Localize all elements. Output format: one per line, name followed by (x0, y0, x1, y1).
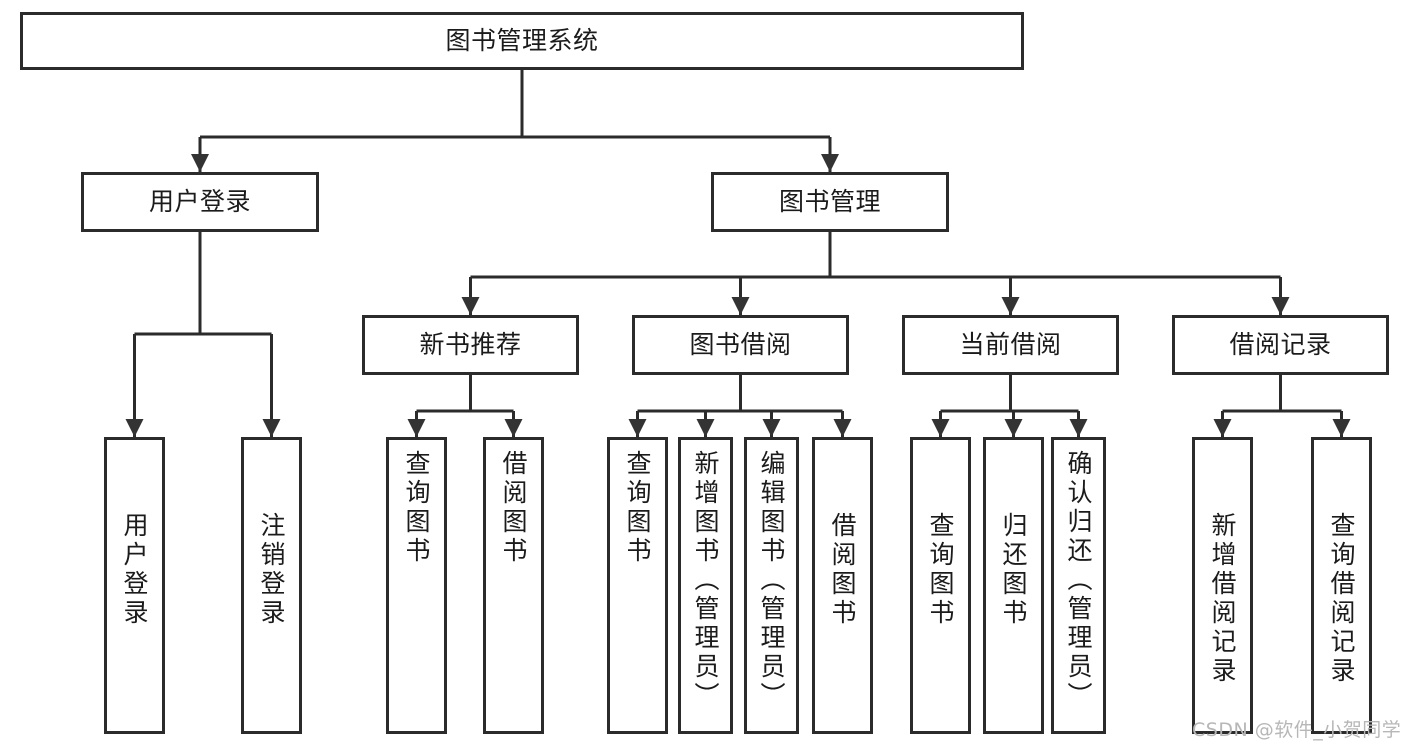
node-leaf-query-book-2[interactable]: 查询图书 (607, 437, 668, 734)
arrowhead-leaf-query-record (1332, 419, 1351, 437)
arrowhead-leaf-edit-book (762, 419, 781, 437)
node-leaf-return-book[interactable]: 归还图书 (983, 437, 1044, 734)
node-label-root: 图书管理系统 (445, 26, 599, 56)
node-label-leaf-add-book: 新增图书（管理员） (691, 450, 720, 711)
arrowhead-leaf-query-book-1 (407, 419, 426, 437)
node-leaf-borrow-book-2[interactable]: 借阅图书 (812, 437, 873, 734)
arrowhead-current-borrow (1001, 297, 1020, 315)
node-label-current-borrow: 当前借阅 (959, 330, 1062, 360)
node-book-borrow[interactable]: 图书借阅 (632, 315, 849, 375)
node-label-leaf-confirm-return: 确认归还（管理员） (1064, 450, 1093, 711)
node-label-leaf-add-record: 新增借阅记录 (1208, 512, 1237, 686)
arrowhead-leaf-user-login (125, 419, 144, 437)
node-label-book-manage: 图书管理 (778, 187, 881, 217)
node-label-leaf-return-book: 归还图书 (999, 512, 1028, 628)
arrowhead-leaf-logout (262, 419, 281, 437)
arrowhead-leaf-add-book (696, 419, 715, 437)
arrowhead-leaf-borrow-book-1 (504, 419, 523, 437)
node-label-book-borrow: 图书借阅 (689, 330, 792, 360)
node-leaf-borrow-book-1[interactable]: 借阅图书 (483, 437, 544, 734)
node-leaf-add-book[interactable]: 新增图书（管理员） (678, 437, 733, 734)
node-leaf-add-record[interactable]: 新增借阅记录 (1192, 437, 1253, 734)
node-leaf-query-book-1[interactable]: 查询图书 (386, 437, 447, 734)
node-label-leaf-query-book-2: 查询图书 (623, 450, 652, 566)
arrowhead-leaf-query-book-2 (628, 419, 647, 437)
node-leaf-user-login[interactable]: 用户登录 (104, 437, 165, 734)
node-label-leaf-borrow-book-2: 借阅图书 (828, 512, 857, 628)
arrowhead-book-borrow (731, 297, 750, 315)
arrowhead-borrow-record (1271, 297, 1290, 315)
node-label-leaf-borrow-book-1: 借阅图书 (499, 450, 528, 566)
node-leaf-query-book-3[interactable]: 查询图书 (910, 437, 971, 734)
node-new-book-rec[interactable]: 新书推荐 (362, 315, 579, 375)
node-borrow-record[interactable]: 借阅记录 (1172, 315, 1389, 375)
arrowhead-leaf-query-book-3 (931, 419, 950, 437)
arrowhead-leaf-borrow-book-2 (833, 419, 852, 437)
node-label-leaf-query-book-3: 查询图书 (926, 512, 955, 628)
arrowhead-user-login (191, 154, 209, 172)
arrowhead-new-book-rec (461, 297, 480, 315)
arrowhead-leaf-add-record (1213, 419, 1232, 437)
node-label-borrow-record: 借阅记录 (1229, 330, 1332, 360)
node-current-borrow[interactable]: 当前借阅 (902, 315, 1119, 375)
node-book-manage[interactable]: 图书管理 (711, 172, 949, 232)
node-leaf-logout[interactable]: 注销登录 (241, 437, 302, 734)
node-root[interactable]: 图书管理系统 (20, 12, 1024, 70)
node-leaf-query-record[interactable]: 查询借阅记录 (1311, 437, 1372, 734)
node-label-leaf-query-record: 查询借阅记录 (1327, 512, 1356, 686)
node-label-leaf-query-book-1: 查询图书 (402, 450, 431, 566)
node-user-login[interactable]: 用户登录 (81, 172, 319, 232)
arrowhead-leaf-confirm-return (1069, 419, 1088, 437)
arrowhead-book-manage (821, 154, 839, 172)
node-label-leaf-edit-book: 编辑图书（管理员） (757, 450, 786, 711)
arrowhead-leaf-return-book (1004, 419, 1023, 437)
node-label-leaf-user-login: 用户登录 (120, 512, 149, 628)
node-label-leaf-logout: 注销登录 (257, 512, 286, 628)
node-leaf-edit-book[interactable]: 编辑图书（管理员） (744, 437, 799, 734)
node-label-new-book-rec: 新书推荐 (419, 330, 522, 360)
node-label-user-login: 用户登录 (148, 187, 251, 217)
node-leaf-confirm-return[interactable]: 确认归还（管理员） (1051, 437, 1106, 734)
